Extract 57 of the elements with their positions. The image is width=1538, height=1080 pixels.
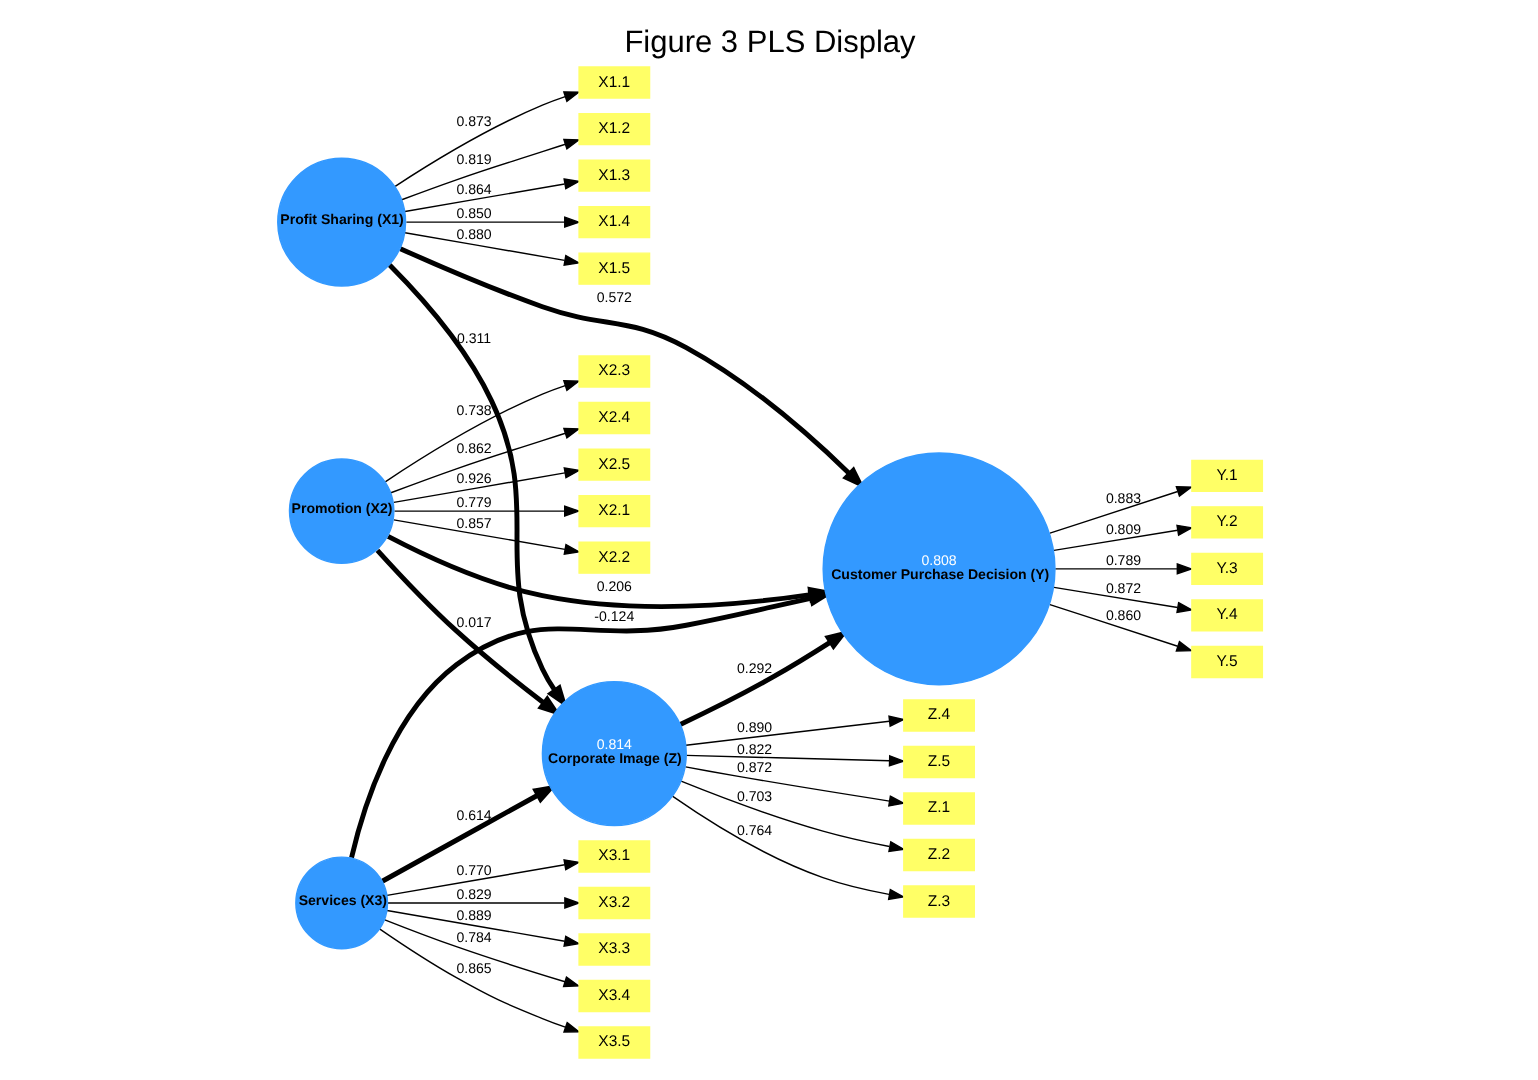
node-box: Y.5 [1190,645,1263,679]
node-box: Y.3 [1190,552,1263,586]
arrow [403,178,580,213]
node-box: X2.2 [577,541,650,574]
arrow [348,590,832,859]
arrow [400,138,580,201]
arrow [1052,586,1193,614]
arrow [377,928,580,1033]
arrow [679,780,905,853]
node-box: X1.5 [577,252,650,285]
node-box: X2.3 [577,355,650,388]
node-box: X3.4 [577,979,650,1013]
node-box: Z.1 [902,792,974,825]
arrow [383,919,580,988]
node-box: X3.1 [577,840,650,873]
arrow [385,909,580,947]
arrow [684,754,905,767]
arrow [683,766,905,807]
arrow [678,630,848,727]
node-box: X3.2 [577,886,650,920]
node-box: Z.5 [902,745,974,779]
arrow [374,548,561,717]
arrow [1048,486,1193,534]
node-box: X2.5 [577,448,650,481]
node-box: X3.3 [577,933,650,966]
arrow [670,795,905,901]
node-box: Y.2 [1190,506,1263,539]
arrow [392,519,581,556]
arrow [386,263,567,709]
arrow [393,91,580,187]
arrow [383,380,580,483]
node-box: X1.2 [577,112,650,146]
arrow [380,784,557,884]
node-box: Z.3 [902,885,974,918]
arrow [385,897,581,909]
node-box: X2.4 [577,401,650,435]
arrow [403,232,580,267]
node-box: X3.5 [577,1026,650,1059]
node-box: X1.3 [577,159,650,192]
node-box: X1.1 [577,66,650,99]
arrow [404,216,580,229]
arrow [1052,524,1193,552]
arrow [392,505,580,518]
arrow [385,859,580,897]
arrow [389,427,580,494]
node-box: X1.4 [577,205,650,239]
node-box: Y.1 [1190,459,1263,493]
arrow [684,715,905,746]
node-box: X2.1 [577,494,650,528]
node-box: Y.4 [1190,599,1263,632]
node-box: Z.4 [902,699,974,732]
arrow [392,467,581,504]
diagram-title: Figure 3 PLS Display [623,26,915,61]
node-box: Z.2 [902,838,974,872]
arrow [1048,603,1193,652]
arrow [1053,562,1193,575]
arrow [398,246,865,490]
